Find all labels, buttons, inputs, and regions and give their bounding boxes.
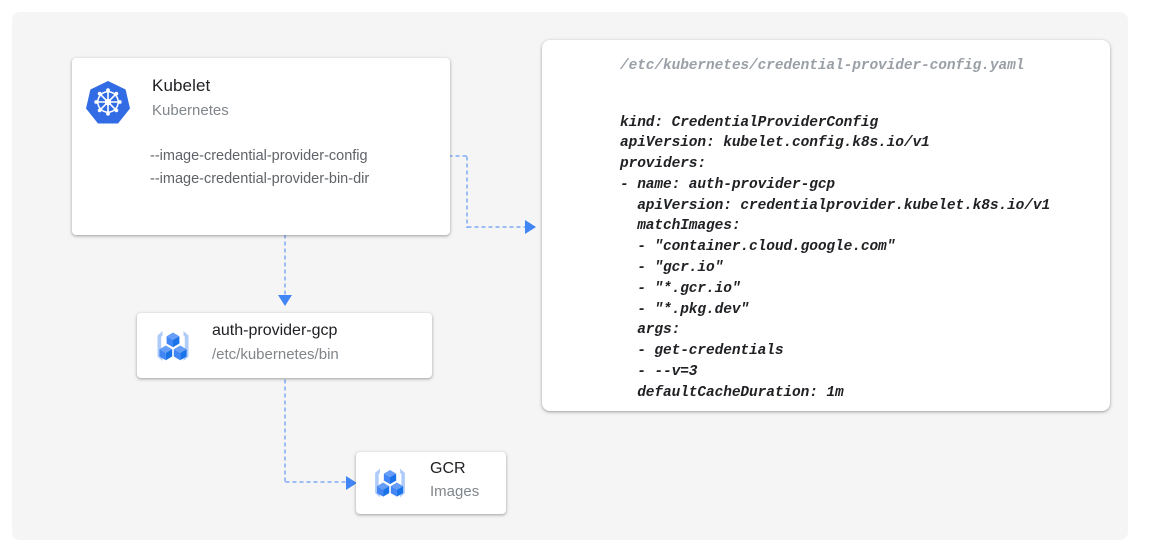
auth-provider-node-card[interactable]: auth-provider-gcp /etc/kubernetes/bin <box>137 313 432 378</box>
connector-segment-vertical <box>466 155 468 228</box>
container-registry-icon <box>148 321 198 371</box>
kubelet-node-card[interactable]: Kubelet Kubernetes --image-credential-pr… <box>72 58 450 235</box>
kubelet-flag-item: --image-credential-provider-config <box>150 148 368 164</box>
connector-arrowhead-right <box>525 220 536 234</box>
container-registry-icon <box>366 459 414 507</box>
gcr-node-card[interactable]: GCR Images <box>356 452 506 514</box>
connector-segment-vertical <box>284 198 286 297</box>
connector-segment-vertical <box>284 378 286 483</box>
yaml-content: kind: CredentialProviderConfig apiVersio… <box>620 114 1051 401</box>
kubelet-title: Kubelet <box>152 76 211 95</box>
connector-arrowhead-right <box>346 476 357 490</box>
credential-provider-config-card[interactable]: /etc/kubernetes/credential-provider-conf… <box>542 40 1110 411</box>
kubelet-flags-list: --image-credential-provider-config --ima… <box>150 145 369 191</box>
connector-segment-horizontal <box>284 481 348 483</box>
yaml-file-path: /etc/kubernetes/credential-provider-conf… <box>620 58 1025 74</box>
kubelet-subtitle: Kubernetes <box>152 102 229 119</box>
connector-arrowhead-down <box>278 295 292 306</box>
gcr-subtitle: Images <box>430 483 480 500</box>
kubernetes-icon <box>84 78 132 126</box>
auth-provider-subtitle: /etc/kubernetes/bin <box>212 346 339 363</box>
auth-provider-title: auth-provider-gcp <box>212 322 338 339</box>
connector-segment-horizontal <box>466 226 527 228</box>
kubelet-flag-item: --image-credential-provider-bin-dir <box>150 171 370 187</box>
gcr-title: GCR <box>430 460 466 477</box>
